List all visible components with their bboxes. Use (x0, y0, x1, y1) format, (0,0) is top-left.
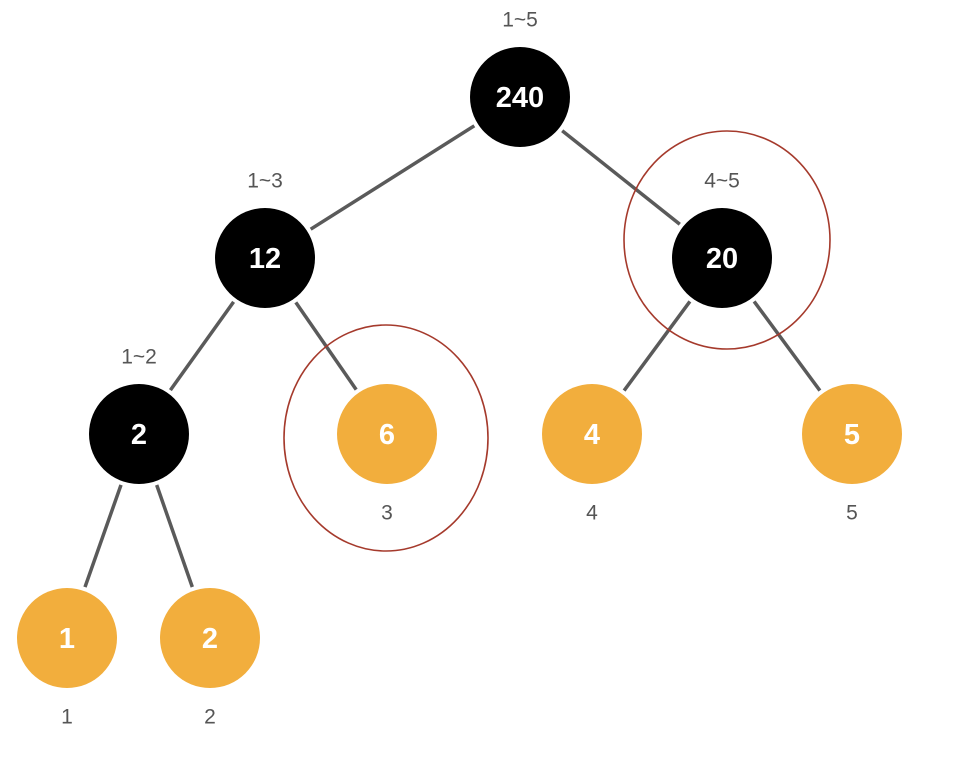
range-label-root: 1~5 (502, 9, 538, 32)
leaf-node-leaf2: 2 (160, 588, 260, 688)
edge-n45-leaf5 (752, 300, 822, 392)
node-circle (215, 208, 315, 308)
node-circle (470, 47, 570, 147)
node-value: 5 (844, 419, 860, 451)
node-value: 240 (496, 82, 544, 114)
range-label-leaf2: 2 (204, 706, 216, 729)
internal-node-n12: 2 (89, 384, 189, 484)
highlight-layer (283, 130, 831, 552)
range-label-n45: 4~5 (704, 170, 740, 193)
node-value: 4 (584, 419, 600, 451)
node-circle (672, 208, 772, 308)
node-value: 1 (59, 623, 75, 655)
node-circle (337, 384, 437, 484)
internal-node-n45: 20 (672, 208, 772, 308)
range-label-leaf1: 1 (61, 706, 73, 729)
range-label-leaf4: 4 (586, 502, 598, 525)
leaf-node-leaf4: 4 (542, 384, 642, 484)
highlight-ring-n45 (623, 130, 831, 350)
edge-n45-leaf4 (622, 300, 692, 392)
node-value: 2 (202, 623, 218, 655)
edge-n13-n12 (168, 300, 236, 392)
edges-layer (83, 124, 822, 588)
node-value: 12 (249, 243, 281, 275)
internal-node-n13: 12 (215, 208, 315, 308)
node-circle (542, 384, 642, 484)
edge-n12-leaf2 (155, 484, 194, 588)
range-label-n13: 1~3 (247, 170, 283, 193)
edge-root-n13 (309, 124, 476, 231)
edge-root-n45 (561, 129, 681, 226)
leaf-node-leaf1: 1 (17, 588, 117, 688)
leaf-node-leaf5: 5 (802, 384, 902, 484)
node-value: 6 (379, 419, 395, 451)
node-circle (160, 588, 260, 688)
range-label-leaf3: 3 (381, 502, 393, 525)
internal-node-root: 240 (470, 47, 570, 147)
edge-n12-leaf1 (83, 484, 123, 588)
node-circle (802, 384, 902, 484)
node-circle (89, 384, 189, 484)
range-label-n12: 1~2 (121, 346, 157, 369)
leaf-node-leaf3: 6 (337, 384, 437, 484)
node-value: 20 (706, 243, 738, 275)
range-label-leaf5: 5 (846, 502, 858, 525)
highlight-ring-leaf3 (283, 324, 489, 552)
node-circle (17, 588, 117, 688)
node-value: 2 (131, 419, 147, 451)
